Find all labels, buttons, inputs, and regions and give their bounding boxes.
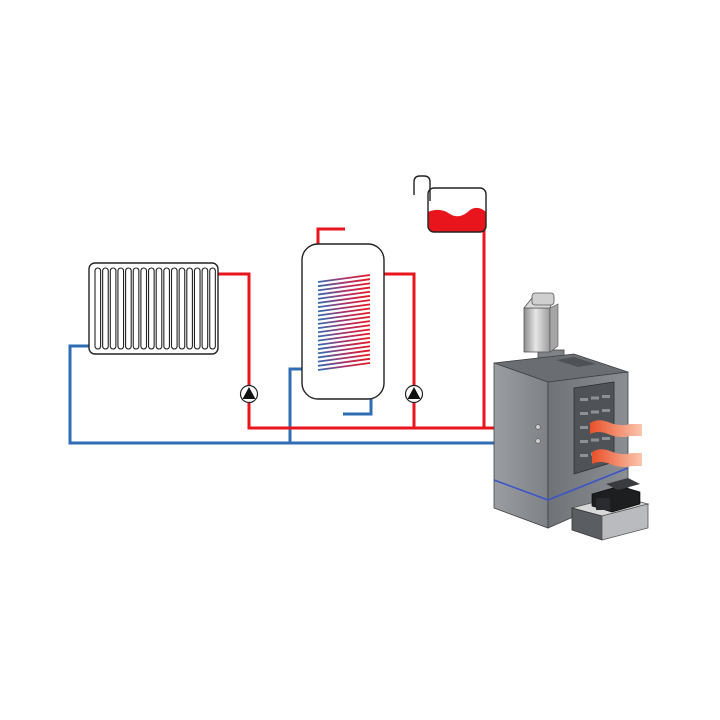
heat-wave-lower [592, 449, 642, 468]
coil-turn [317, 332, 371, 342]
coil-turn [317, 303, 371, 313]
boiler-front [493, 362, 549, 529]
flue-cap [531, 292, 555, 306]
radiator-fin [102, 267, 109, 350]
burner-motor-top [606, 478, 640, 490]
radiator-fin [117, 267, 125, 350]
coil-turn [317, 349, 371, 359]
return-connection [535, 438, 541, 444]
radiator-fin [178, 267, 186, 350]
radiator-fin [140, 267, 148, 350]
coil-turn [317, 286, 371, 296]
flow-connection [535, 424, 541, 430]
coil-turn [317, 274, 371, 283]
expansion-tank-body [427, 187, 487, 233]
pump-radiator-circuit [239, 384, 259, 404]
pump-arrow [407, 387, 421, 399]
flue-icon [523, 292, 565, 367]
boiler-icon [493, 292, 650, 541]
boiler-base-stripe [493, 467, 629, 501]
coil-turn [317, 311, 371, 321]
pump-cylinder-circuit [404, 384, 424, 404]
coil-turn [317, 324, 371, 334]
radiator-icon [88, 262, 219, 355]
coil-turn [317, 328, 371, 338]
coil-turn [317, 320, 371, 329]
vent-slot [580, 398, 588, 401]
coil-turn [317, 316, 371, 325]
vent-slot [580, 426, 588, 429]
coil-tank-icon [301, 243, 385, 400]
coil-turn [317, 295, 371, 304]
radiator-flow-pipe [218, 272, 535, 430]
radiator-fin [125, 267, 132, 350]
radiator-fin [170, 267, 178, 350]
vent-slot [580, 440, 588, 443]
radiator-fin [94, 267, 102, 350]
coil-turn [317, 278, 371, 288]
expansion-vent-hook [413, 175, 431, 201]
burner-tray-side [601, 503, 649, 541]
hot-water-outlet-pipe [316, 227, 345, 244]
radiator-fins [94, 267, 216, 350]
radiator-fin [209, 267, 216, 350]
coil-turn [317, 362, 371, 371]
vent-slot [580, 454, 588, 457]
vent-slot [602, 409, 610, 412]
coil-turn [317, 357, 371, 367]
cylinder-body [301, 243, 385, 400]
expansion-water [428, 207, 486, 232]
heating-coil [317, 274, 371, 371]
coil-turn [317, 336, 371, 346]
coil-turn [317, 307, 371, 317]
radiator-fin [163, 267, 171, 350]
radiator-fin [109, 267, 117, 350]
radiator-fin [193, 267, 201, 350]
radiator-fin [132, 267, 140, 350]
radiator-fin [155, 267, 163, 350]
vent-slot [591, 410, 599, 414]
coil-turn [317, 345, 371, 355]
pump-arrow [242, 387, 256, 399]
vent-slot [602, 437, 610, 440]
coil-turn [317, 290, 371, 300]
heat-wave-upper [590, 420, 642, 438]
coil-turn [317, 353, 371, 363]
vent-slot [602, 395, 610, 398]
expansion-vessel-icon [413, 175, 487, 233]
flue-pipe [523, 307, 551, 353]
burner-housing [596, 498, 610, 510]
vent-slot [580, 412, 588, 415]
burner-icon [570, 478, 650, 541]
radiator-return-pipe [68, 344, 535, 445]
coil-turn [317, 299, 371, 309]
radiator-fin [148, 267, 155, 350]
flue-side [549, 303, 559, 353]
vent-slot [591, 396, 599, 400]
coil-turn [317, 341, 371, 350]
boiler-top-panel [556, 357, 596, 367]
radiator-fin [186, 267, 193, 350]
radiator-fin [201, 267, 209, 350]
vent-slot [591, 438, 599, 442]
coil-turn [317, 282, 371, 292]
